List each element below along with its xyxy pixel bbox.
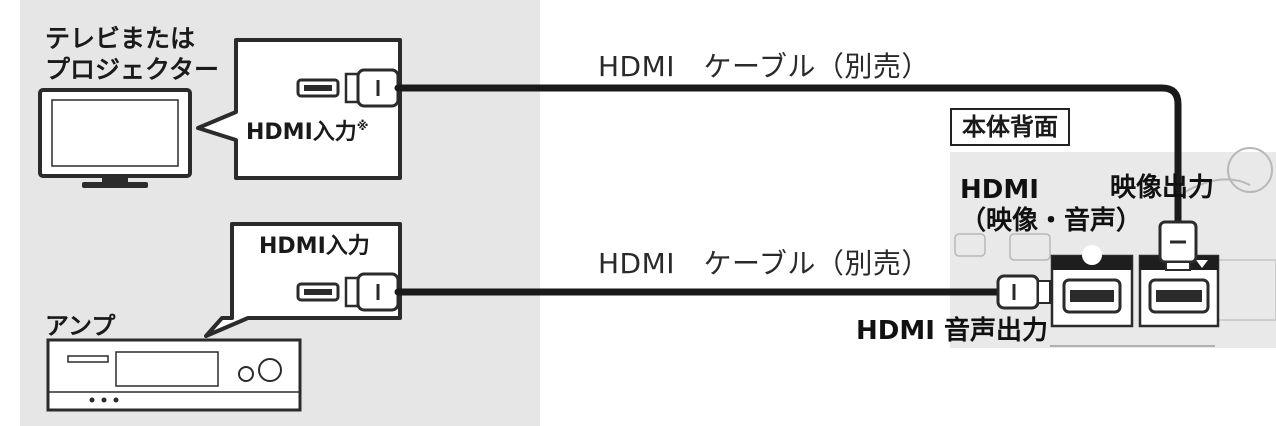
tv-icon <box>38 88 192 188</box>
cable-label-bottom: HDMI ケーブル（別売） <box>598 247 930 280</box>
tv-hdmi-port-icon <box>296 78 340 98</box>
tv-input-note: ※ <box>356 119 369 133</box>
amp-label: アンプ <box>45 312 116 340</box>
rear-hdmi-audio-port-icon <box>1050 245 1134 328</box>
amp-hdmi-plug-icon <box>344 272 400 312</box>
amp-input-bubble <box>204 222 402 338</box>
amp-input-label: HDMI入力 <box>259 234 370 259</box>
amplifier-icon <box>46 338 302 412</box>
audio-output-label: HDMI 音声出力 <box>856 316 1048 346</box>
rear-hdmi-video-port-icon <box>1138 254 1220 328</box>
hdmi-av-output-label: HDMI （映像・音声） <box>960 175 1143 236</box>
cable-label-top: HDMI ケーブル（別売） <box>598 50 930 83</box>
tv-input-text: HDMI入力 <box>246 120 357 145</box>
rear-video-plug-icon <box>1158 220 1198 271</box>
tv-hdmi-plug-icon <box>344 68 400 108</box>
tv-label: テレビまたは プロジェクター <box>45 24 220 84</box>
hdmi-cable-top <box>394 84 1182 226</box>
tv-input-label: HDMI入力※ <box>246 119 369 145</box>
video-output-label: 映像出力 <box>1110 173 1215 203</box>
rear-audio-plug-icon <box>996 274 1051 310</box>
amp-hdmi-port-icon <box>296 282 340 302</box>
rear-panel-label: 本体背面 <box>950 108 1070 146</box>
